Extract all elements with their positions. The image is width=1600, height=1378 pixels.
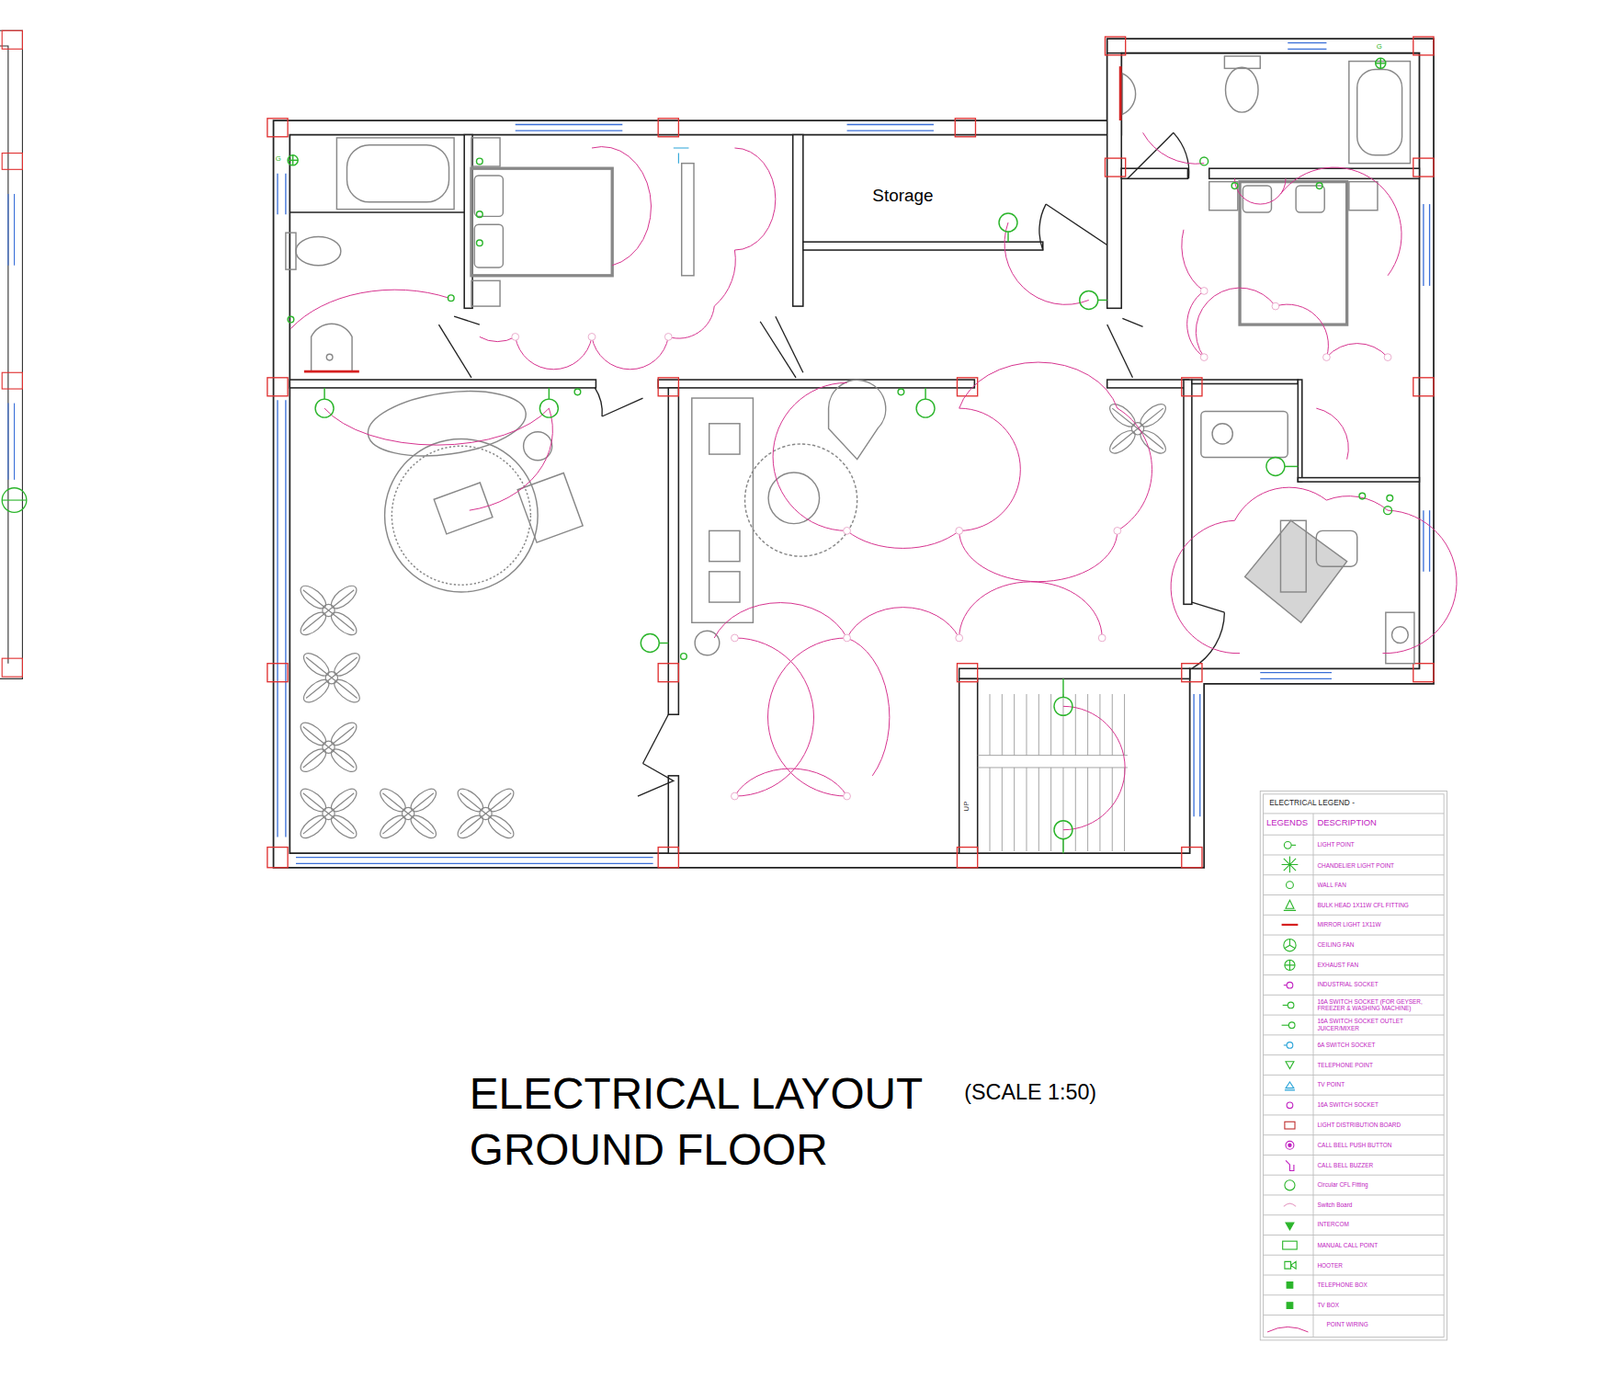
legend-description: 16A SWITCH SOCKET (FOR GEYSER, FREEZER &…: [1316, 998, 1442, 1011]
legend-description: 16A SWITCH SOCKET OUTLET JUICER/MIXER: [1316, 1018, 1442, 1032]
legend-description: 16A SWITCH SOCKET: [1316, 1101, 1442, 1109]
legend-description: BULK HEAD 1X11W CFL FITTING: [1316, 901, 1442, 908]
legend-description: CALL BELL PUSH BUTTON: [1316, 1141, 1442, 1148]
legend-description: POINT WIRING: [1326, 1321, 1451, 1328]
earth-mark: G: [275, 155, 282, 164]
legend-column-head: DESCRIPTION: [1316, 817, 1377, 828]
legend-description: LIGHT POINT: [1316, 841, 1442, 849]
legend-description: INDUSTRIAL SOCKET: [1316, 981, 1442, 988]
stair-direction: UP: [962, 801, 971, 812]
legend-description: Switch Board: [1316, 1202, 1442, 1209]
legend-description: INTERCOM: [1316, 1221, 1442, 1228]
legend-description: MIRROR LIGHT 1X11W: [1316, 921, 1442, 929]
legend-description: HOOTER: [1316, 1261, 1442, 1269]
legend-description: TV BOX: [1316, 1301, 1442, 1308]
drawing-title: ELECTRICAL LAYOUT: [469, 1069, 923, 1119]
legend-description: 6A SWITCH SOCKET: [1316, 1041, 1442, 1048]
earth-mark: G: [1376, 43, 1383, 52]
legend-description: CALL BELL BUZZER: [1316, 1161, 1442, 1169]
legend-description: LIGHT DISTRIBUTION BOARD: [1316, 1121, 1442, 1128]
legend-description: EXHAUST FAN: [1316, 961, 1442, 968]
legend-column-head: LEGENDS: [1266, 817, 1308, 828]
legend-description: CHANDELIER LIGHT POINT: [1316, 862, 1442, 869]
legend-description: TELEPHONE POINT: [1316, 1061, 1442, 1068]
legend-description: TV POINT: [1316, 1081, 1442, 1089]
room-name: Storage: [872, 186, 933, 206]
legend-description: TELEPHONE BOX: [1316, 1282, 1442, 1289]
legend-description: WALL FAN: [1316, 881, 1442, 888]
scale-note: (SCALE 1:50): [964, 1079, 1097, 1104]
drawing-subtitle: GROUND FLOOR: [469, 1125, 829, 1175]
legend-description: MANUAL CALL POINT: [1316, 1241, 1442, 1249]
legend-description: CEILING FAN: [1316, 941, 1442, 949]
legend-description: Circular CFL Fitting: [1316, 1181, 1442, 1189]
legend-heading: ELECTRICAL LEGEND -: [1269, 798, 1355, 807]
